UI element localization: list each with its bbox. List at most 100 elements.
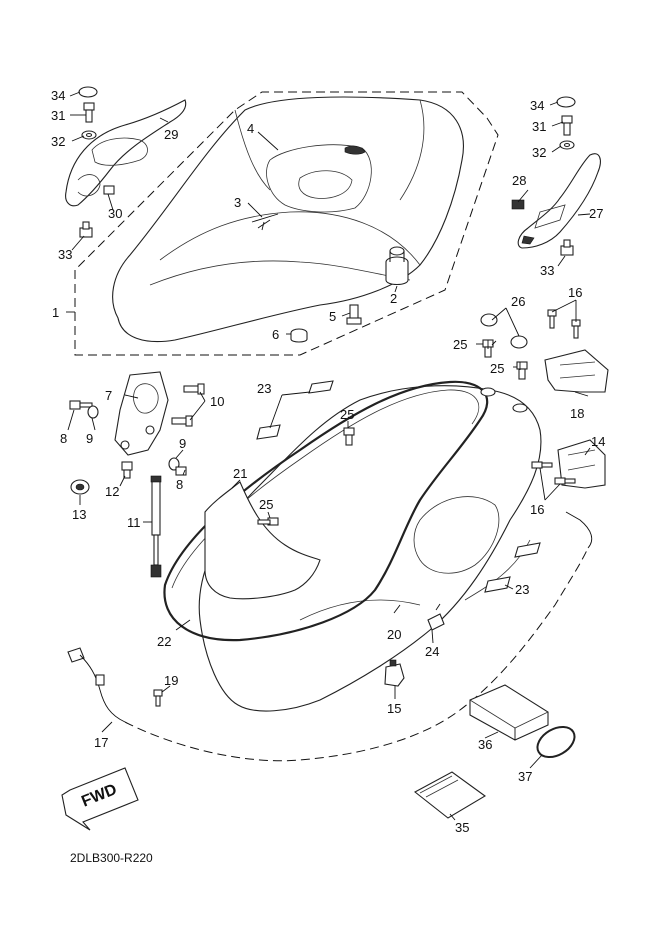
bolt-16a[interactable] (547, 309, 557, 329)
callout-25c: 25 (453, 337, 467, 352)
washer-32-right[interactable] (559, 140, 575, 150)
screw-25d[interactable] (516, 361, 528, 380)
seat[interactable] (112, 96, 464, 343)
callout-8a: 8 (60, 431, 67, 446)
bolt-16b[interactable] (571, 319, 581, 339)
callout-28: 28 (512, 173, 526, 188)
washer-32-left[interactable] (81, 130, 97, 140)
seat-label-decal (251, 213, 279, 231)
callout-9b: 9 (179, 436, 186, 451)
callout-20: 20 (387, 627, 401, 642)
gas-strut-11[interactable] (150, 475, 162, 578)
seat-lock-15[interactable] (384, 659, 405, 687)
screw-25b[interactable] (257, 517, 279, 526)
callout-2: 2 (390, 291, 397, 306)
bolt-12[interactable] (121, 461, 133, 479)
damper-6[interactable] (290, 328, 308, 343)
callout-36: 36 (478, 737, 492, 752)
tape-23b[interactable] (256, 424, 281, 440)
tape-23d[interactable] (484, 576, 511, 593)
hook-24[interactable] (427, 603, 445, 631)
bolt-8b[interactable] (175, 466, 187, 476)
callout-16b: 16 (530, 502, 544, 517)
cap-26a[interactable] (480, 313, 498, 327)
callout-29: 29 (164, 127, 178, 142)
callout-12: 12 (105, 484, 119, 499)
leader-lines (66, 91, 591, 821)
callout-33a: 33 (58, 247, 72, 262)
callout-23b: 23 (515, 582, 529, 597)
callout-21: 21 (233, 466, 247, 481)
callout-19: 19 (164, 673, 178, 688)
tape-23a[interactable] (308, 380, 334, 394)
bolt-16d[interactable] (554, 477, 576, 485)
callout-3: 3 (234, 195, 241, 210)
callout-1: 1 (52, 305, 59, 320)
bolt-8a[interactable] (69, 400, 93, 410)
callout-24: 24 (425, 644, 439, 659)
callout-25b: 25 (259, 497, 273, 512)
nut-33-right[interactable] (560, 239, 574, 256)
callout-27: 27 (589, 206, 603, 221)
bracket-14[interactable] (557, 439, 606, 489)
callout-26: 26 (511, 294, 525, 309)
callout-32a: 32 (51, 134, 65, 149)
cap-34-left[interactable] (78, 86, 98, 98)
bracket-18[interactable] (544, 349, 609, 393)
callout-30: 30 (108, 206, 122, 221)
callout-6: 6 (272, 327, 279, 342)
callout-14: 14 (591, 434, 605, 449)
callout-10: 10 (210, 394, 224, 409)
bolt-31-left[interactable] (83, 102, 95, 123)
tape-23c[interactable] (514, 542, 541, 558)
callouts: 1 2 3 4 5 6 7 8 8 9 9 10 11 12 13 14 15 … (51, 88, 605, 835)
seat-assembly-boundary (74, 91, 499, 356)
nut-28[interactable] (511, 199, 525, 210)
storage-mat[interactable] (204, 481, 321, 600)
callout-33b: 33 (540, 263, 554, 278)
owners-manual[interactable] (414, 771, 486, 819)
callout-7: 7 (105, 388, 112, 403)
callout-5: 5 (329, 309, 336, 324)
callout-22: 22 (157, 634, 171, 649)
callout-16a: 16 (568, 285, 582, 300)
grommets-box (480, 387, 528, 413)
tool-belt[interactable] (532, 721, 580, 764)
cap-26b[interactable] (510, 335, 528, 349)
bolt-5[interactable] (346, 304, 362, 325)
diagram-code: 2DLB300-R220 (70, 851, 153, 865)
cap-34-right[interactable] (556, 96, 576, 108)
nut-33-left[interactable] (79, 221, 93, 238)
nut-30[interactable] (103, 185, 115, 195)
left-grab-bar[interactable] (65, 99, 187, 207)
callout-18: 18 (570, 406, 584, 421)
callout-4: 4 (247, 121, 254, 136)
bolt-16c[interactable] (531, 461, 553, 469)
callout-37: 37 (518, 769, 532, 784)
callout-11: 11 (127, 515, 141, 530)
callout-35: 35 (455, 820, 469, 835)
callout-34a: 34 (51, 88, 65, 103)
bolt-19[interactable] (153, 689, 163, 707)
callout-32b: 32 (532, 145, 546, 160)
bolt-10a[interactable] (183, 383, 205, 395)
cap-13[interactable] (70, 479, 90, 495)
right-grab-bar[interactable] (517, 153, 601, 249)
callout-13: 13 (72, 507, 86, 522)
callout-9a: 9 (86, 431, 93, 446)
washer-9a[interactable] (87, 405, 99, 419)
seat-lock-cable[interactable] (67, 511, 593, 762)
callout-15: 15 (387, 701, 401, 716)
callout-8b: 8 (176, 477, 183, 492)
callout-23a: 23 (257, 381, 271, 396)
seat-damper[interactable] (385, 246, 409, 286)
tool-bag[interactable] (469, 684, 549, 741)
seat-hinge[interactable] (114, 371, 169, 456)
callout-34b: 34 (530, 98, 544, 113)
fwd-arrow: FWD (61, 767, 139, 831)
bolt-31-right[interactable] (561, 115, 573, 136)
bolt-10b[interactable] (171, 415, 193, 427)
callout-31a: 31 (51, 108, 65, 123)
screw-25a[interactable] (343, 427, 355, 446)
